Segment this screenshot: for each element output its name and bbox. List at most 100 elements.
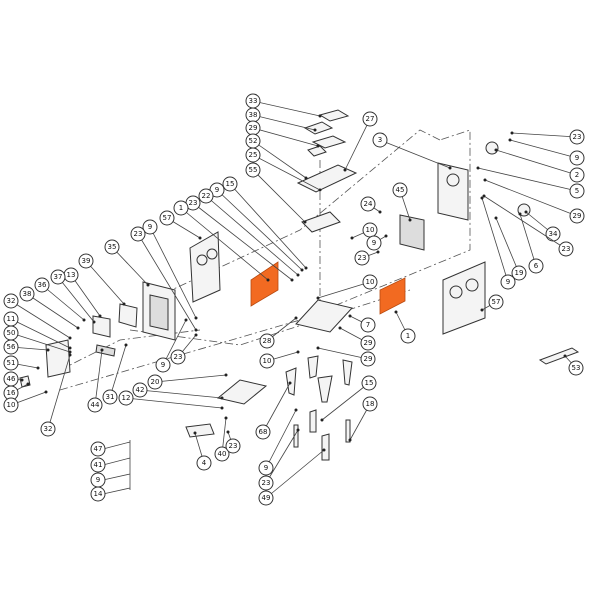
callout-circle [222,176,238,192]
callout-number: 29 [364,339,373,347]
callout-circle [255,424,271,440]
leader-dot [82,318,86,322]
callout-circle [568,360,584,376]
callout-number: 46 [7,375,16,383]
callout-55: 55 [245,162,307,224]
callout-number: 34 [549,230,558,238]
callout-circle [360,351,376,367]
callout-number: 47 [94,445,103,453]
leader-dot [563,354,567,358]
leader-line [477,167,578,192]
leader-line [321,382,370,421]
callout-number: 23 [174,353,183,361]
leader-dot [408,218,412,222]
callout-circle [3,339,19,355]
callout-6: 6 [518,212,544,274]
door-gasket-37 [92,315,111,338]
callout-number: 7 [366,321,370,329]
leader-line [10,300,71,339]
leader-line [481,197,509,283]
callout-number: 51 [7,359,16,367]
callout-circle [392,182,408,198]
callout-9: 9 [209,182,304,272]
callout-33: 33 [245,93,322,118]
leader-line [162,319,187,366]
callout-56: 56 [3,339,50,355]
leader-dot [290,278,294,282]
callout-24: 24 [360,196,382,214]
callout-9: 9 [258,408,298,476]
top-plate-seal [307,145,327,157]
callout-5: 5 [476,166,585,199]
callout-50: 50 [3,325,72,354]
leader-dot [318,114,322,118]
callout-9: 9 [480,196,516,290]
callout-circle [360,335,376,351]
leader-dot [224,373,228,377]
callout-number: 18 [366,400,375,408]
highlighted-panels [250,261,406,315]
leader-dot [316,296,320,300]
callout-circle [104,239,120,255]
leader-dot [348,314,352,318]
leader-dot [26,382,30,386]
callout-circle [90,457,106,473]
callout-circle [34,277,50,293]
leader-dot [146,283,150,287]
leader-dot [316,346,320,350]
leader-line [94,349,103,406]
leader-dot [296,273,300,277]
callout-number: 44 [91,401,100,409]
top-plate-frame [296,164,358,193]
callout-14: 14 [90,486,106,502]
leader-dot [348,438,352,442]
leader-line [229,183,307,269]
leader-dot [46,348,50,352]
leader-line [379,139,451,169]
leader-line [192,202,293,281]
firebrick-left [250,261,279,307]
callout-number: 37 [54,273,63,281]
leader-dot [508,138,512,142]
callout-number: 49 [262,494,271,502]
callout-number: 35 [108,243,117,251]
leader-dot [124,343,128,347]
callout-number: 9 [215,186,219,194]
callout-number: 9 [575,154,579,162]
top-plate-gasket [311,135,347,149]
callout-circle [147,374,163,390]
leader-dot [320,418,324,422]
leader-dot [194,328,198,332]
callout-number: 23 [229,442,238,450]
leader-dot [193,431,197,435]
callout-41: 41 [90,457,106,473]
callout-number: 52 [249,137,258,145]
top-plate-cover [318,109,350,122]
callout-number: 39 [82,257,91,265]
callout-number: 10 [366,278,375,286]
callout-number: 42 [136,386,145,394]
callout-number: 23 [134,230,143,238]
callout-circle [366,235,382,251]
leader-line [483,195,567,250]
callout-number: 10 [263,357,272,365]
callout-number: 12 [122,394,131,402]
leader-line [149,226,197,319]
leader-line [70,274,101,317]
callout-number: 9 [148,223,152,231]
leader-dot [384,234,388,238]
callout-18: 18 [348,396,378,442]
callout-circle [3,293,19,309]
callout-29: 29 [316,346,376,367]
leader-line [344,118,371,171]
callout-circle [258,460,274,476]
callout-circle [142,219,158,235]
callout-38: 38 [245,107,317,132]
leader-dot [482,194,486,198]
callout-23: 23 [258,428,300,491]
callout-circle [528,258,544,274]
callout-37: 37 [50,269,96,324]
leader-dot [483,178,487,182]
callout-number: 15 [365,379,374,387]
